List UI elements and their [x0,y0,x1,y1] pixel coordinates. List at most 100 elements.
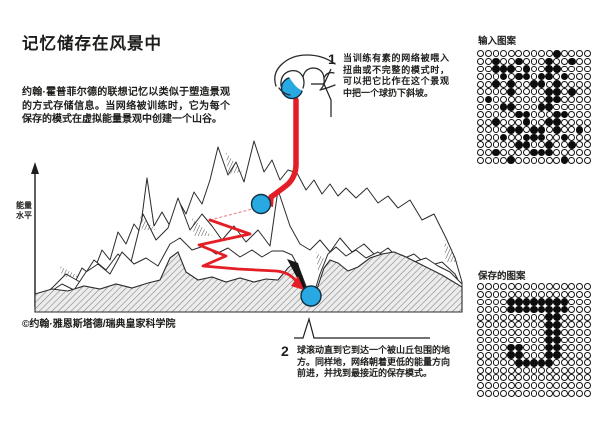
open-dot [500,366,508,374]
open-dot [530,95,538,103]
filled-dot [545,343,553,352]
open-dot [553,103,561,111]
page-title: 记忆储存在风景中 [22,35,162,53]
open-dot [538,351,545,359]
open-dot [477,306,485,314]
filled-dot [507,156,515,164]
open-dot [583,283,591,291]
open-dot [515,313,523,321]
open-dot [484,366,492,374]
open-dot [530,65,538,73]
open-dot [530,351,538,359]
open-dot [522,344,530,351]
open-dot [583,95,591,103]
open-dot [553,389,561,397]
open-dot [484,313,492,321]
filled-dot [507,305,515,314]
open-dot [515,95,523,103]
open-dot [530,88,538,96]
filled-dot [537,72,546,81]
open-dot [553,156,561,164]
open-dot [538,50,545,58]
open-dot [515,389,523,397]
open-dot [515,80,523,88]
open-dot [583,382,591,389]
filled-dot [552,118,561,126]
open-dot [568,313,576,321]
filled-dot [499,133,508,142]
open-dot [507,95,515,103]
open-dot [553,73,561,81]
open-dot [507,283,515,291]
open-dot [484,344,492,351]
open-dot [522,336,530,344]
filled-dot [552,305,561,314]
filled-dot [537,103,546,111]
filled-dot [507,351,515,359]
open-dot [522,328,530,336]
open-dot [515,336,523,344]
filled-dot [514,141,523,149]
leader-step1 [311,68,332,117]
open-dot [500,141,508,149]
open-dot [583,57,591,65]
open-dot [576,313,583,321]
open-dot [568,374,576,382]
open-dot [515,118,523,126]
open-dot [477,133,485,141]
step2-number: 2 [281,343,289,359]
open-dot [477,344,485,351]
filled-dot [507,65,515,73]
filled-dot [537,358,546,367]
open-dot [484,351,492,359]
open-dot [568,389,576,397]
filled-dot [492,148,500,157]
open-dot [484,88,492,96]
open-dot [500,313,508,321]
open-dot [515,382,523,389]
open-dot [477,290,485,298]
open-dot [492,389,500,397]
open-dot [568,73,576,81]
open-dot [538,57,545,65]
open-dot [538,118,545,126]
open-dot [553,366,561,374]
open-dot [484,65,492,73]
open-dot [484,141,492,149]
open-dot [515,133,523,141]
open-dot [560,57,568,65]
open-dot [522,382,530,389]
filled-dot [522,305,531,314]
open-dot [545,374,553,382]
filled-dot [545,57,553,66]
open-dot [492,359,500,367]
open-dot [477,313,485,321]
filled-dot [522,133,531,142]
open-dot [568,283,576,291]
open-dot [492,374,500,382]
open-dot [583,359,591,367]
open-dot [484,133,492,141]
open-dot [507,141,515,149]
open-dot [484,321,492,329]
filled-dot [560,298,569,306]
open-dot [583,111,591,118]
open-dot [583,126,591,134]
open-dot [576,283,583,291]
open-dot [545,126,553,134]
filled-dot [545,328,553,337]
open-dot [522,95,530,103]
filled-dot [507,80,515,88]
open-dot [576,50,583,58]
open-dot [477,118,485,126]
open-dot [538,382,545,389]
open-dot [530,103,538,111]
filled-dot [560,110,569,119]
open-dot [538,111,545,118]
filled-dot [522,298,531,306]
open-dot [492,103,500,111]
open-dot [538,88,545,96]
open-dot [568,328,576,336]
filled-dot [545,298,553,306]
